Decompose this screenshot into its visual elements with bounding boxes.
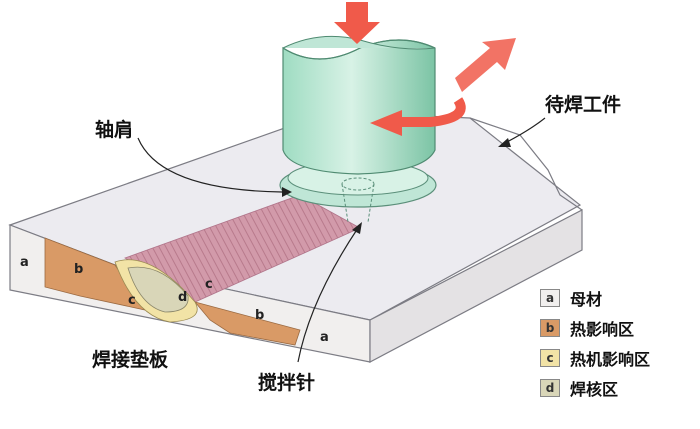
legend-swatch-b: b — [540, 319, 560, 337]
legend-text-a: 母材 — [570, 290, 603, 309]
zone-letter-a-left: a — [20, 255, 29, 270]
legend-swatch-c: c — [540, 349, 560, 367]
legend-item-d: d 焊核区 — [540, 375, 618, 401]
legend-swatch-a: a — [540, 289, 560, 307]
rotation-arrow-icon — [370, 97, 466, 136]
workpiece-label: 待焊工件 — [545, 94, 622, 116]
legend-item-a: a 母材 — [540, 285, 602, 311]
backing-plate-label: 焊接垫板 — [92, 349, 169, 371]
legend-swatch-d: d — [540, 379, 560, 397]
workpiece-leader-line — [504, 117, 546, 144]
zone-letter-c: c — [128, 293, 136, 308]
zone-letter-b-right: b — [255, 308, 265, 323]
legend-text-d: 焊核区 — [570, 380, 619, 399]
legend-item-b: b 热影响区 — [540, 315, 634, 341]
travel-direction-arrow-icon — [455, 38, 516, 92]
down-arrow-icon — [334, 2, 380, 44]
legend-text-c: 热机影响区 — [570, 350, 651, 369]
zone-b-right — [193, 301, 301, 346]
zone-letter-a-right: a — [320, 330, 329, 345]
tool-body — [282, 39, 436, 175]
shoulder-label: 轴肩 — [95, 119, 134, 141]
pin-leader-line — [297, 227, 359, 363]
pin-label: 搅拌针 — [258, 372, 316, 394]
plate-right-face — [369, 209, 583, 363]
workpiece-right-edge — [469, 117, 583, 211]
zone-d — [127, 266, 189, 313]
zone-letter-b-left: b — [74, 262, 84, 277]
legend-item-c: c 热机影响区 — [540, 345, 650, 371]
zone-letter-d: d — [178, 290, 188, 305]
zone-letter-c-right: c — [205, 277, 213, 292]
legend-text-b: 热影响区 — [570, 320, 635, 339]
shoulder-leader-line — [137, 137, 283, 193]
zone-b-left — [44, 237, 146, 311]
